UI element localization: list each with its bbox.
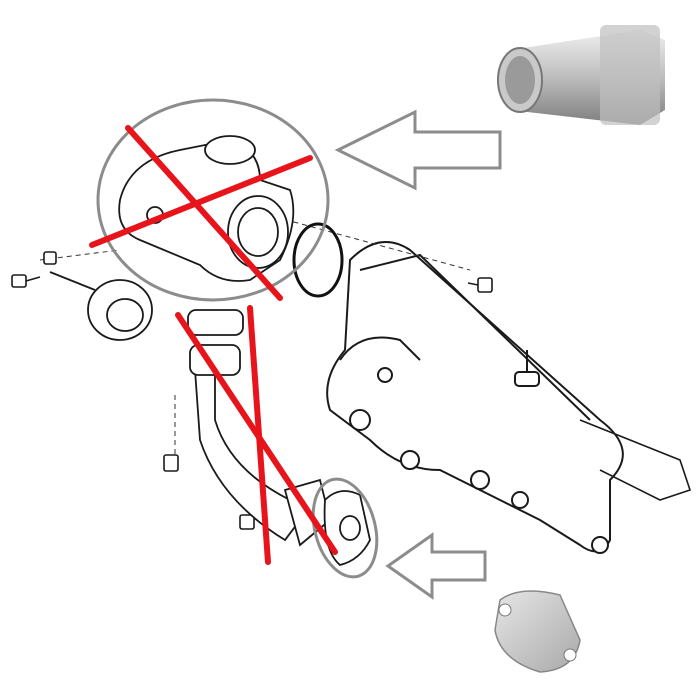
o-ring — [292, 222, 344, 298]
intake-manifold — [326, 241, 692, 554]
arrow-to-gasket-icon — [385, 532, 487, 600]
pipe-cross-line-2 — [247, 305, 271, 565]
arrow-to-valve-icon — [334, 109, 502, 191]
bolts — [11, 251, 493, 530]
valve-cross-line-2 — [89, 155, 313, 248]
replacement-tube-photo — [497, 25, 665, 125]
egr-actuator — [49, 271, 153, 341]
egr-valve — [118, 135, 295, 282]
gasket — [323, 490, 371, 566]
valve-highlight-circle — [96, 98, 330, 302]
cross-out-marks — [89, 125, 338, 565]
blanking-plate-photo — [494, 590, 581, 673]
valve-cross-line-1 — [125, 125, 283, 301]
gasket-highlight-oval — [311, 477, 379, 579]
